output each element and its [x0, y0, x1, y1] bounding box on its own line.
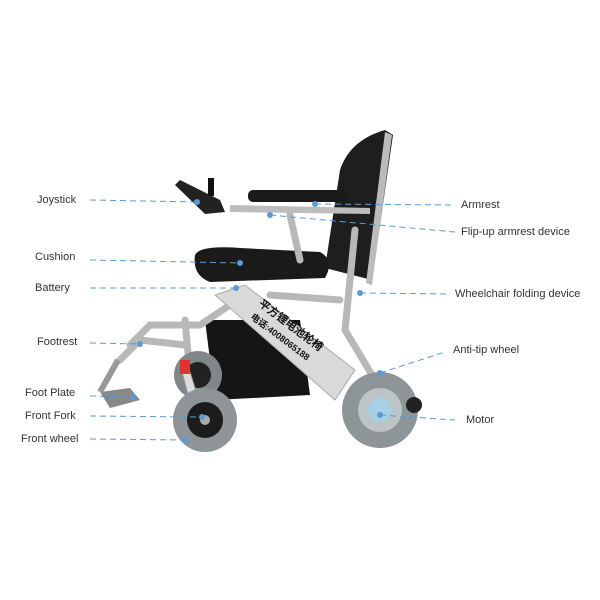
label-footrest: Footrest: [37, 336, 78, 348]
label-motor: Motor: [466, 414, 495, 426]
label-front-fork: Front Fork: [25, 410, 76, 422]
label-folding-device: Wheelchair folding device: [455, 288, 581, 300]
armrest-pad: [248, 190, 348, 202]
label-joystick: Joystick: [37, 194, 77, 206]
label-battery: Battery: [35, 282, 70, 294]
label-anti-tip-wheel: Anti-tip wheel: [453, 344, 520, 356]
footplate: [100, 388, 140, 408]
label-foot-plate: Foot Plate: [25, 387, 76, 399]
seat-cushion: [194, 247, 329, 282]
label-front-wheel: Front wheel: [21, 433, 79, 445]
label-cushion: Cushion: [35, 251, 76, 263]
label-flip-up-armrest: Flip-up armrest device: [461, 226, 570, 238]
leader-lines: [89, 199, 456, 441]
joystick-unit: [175, 180, 225, 214]
label-armrest: Armrest: [461, 199, 500, 211]
leader-dots: [130, 199, 383, 443]
